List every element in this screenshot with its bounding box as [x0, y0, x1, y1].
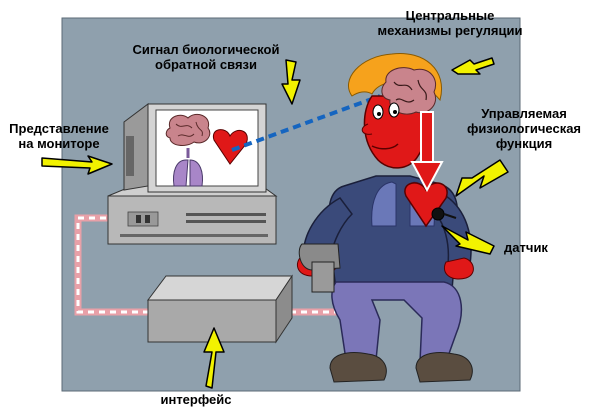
- feedback-signal-line: [231, 94, 381, 152]
- chair: [298, 243, 341, 293]
- interface-box: [147, 274, 293, 344]
- brain-icon: [165, 113, 211, 146]
- arrow-icon: [41, 57, 509, 389]
- brain-icon: [381, 67, 436, 115]
- regulation-arrow: [410, 111, 444, 193]
- lungs-icon: [173, 148, 203, 187]
- heart-icon: [212, 129, 248, 165]
- sensor-label: датчик: [504, 240, 548, 255]
- sensor: [431, 207, 445, 221]
- person: [296, 53, 474, 383]
- computer: [107, 103, 278, 245]
- interface-label: интерфейс: [160, 392, 232, 407]
